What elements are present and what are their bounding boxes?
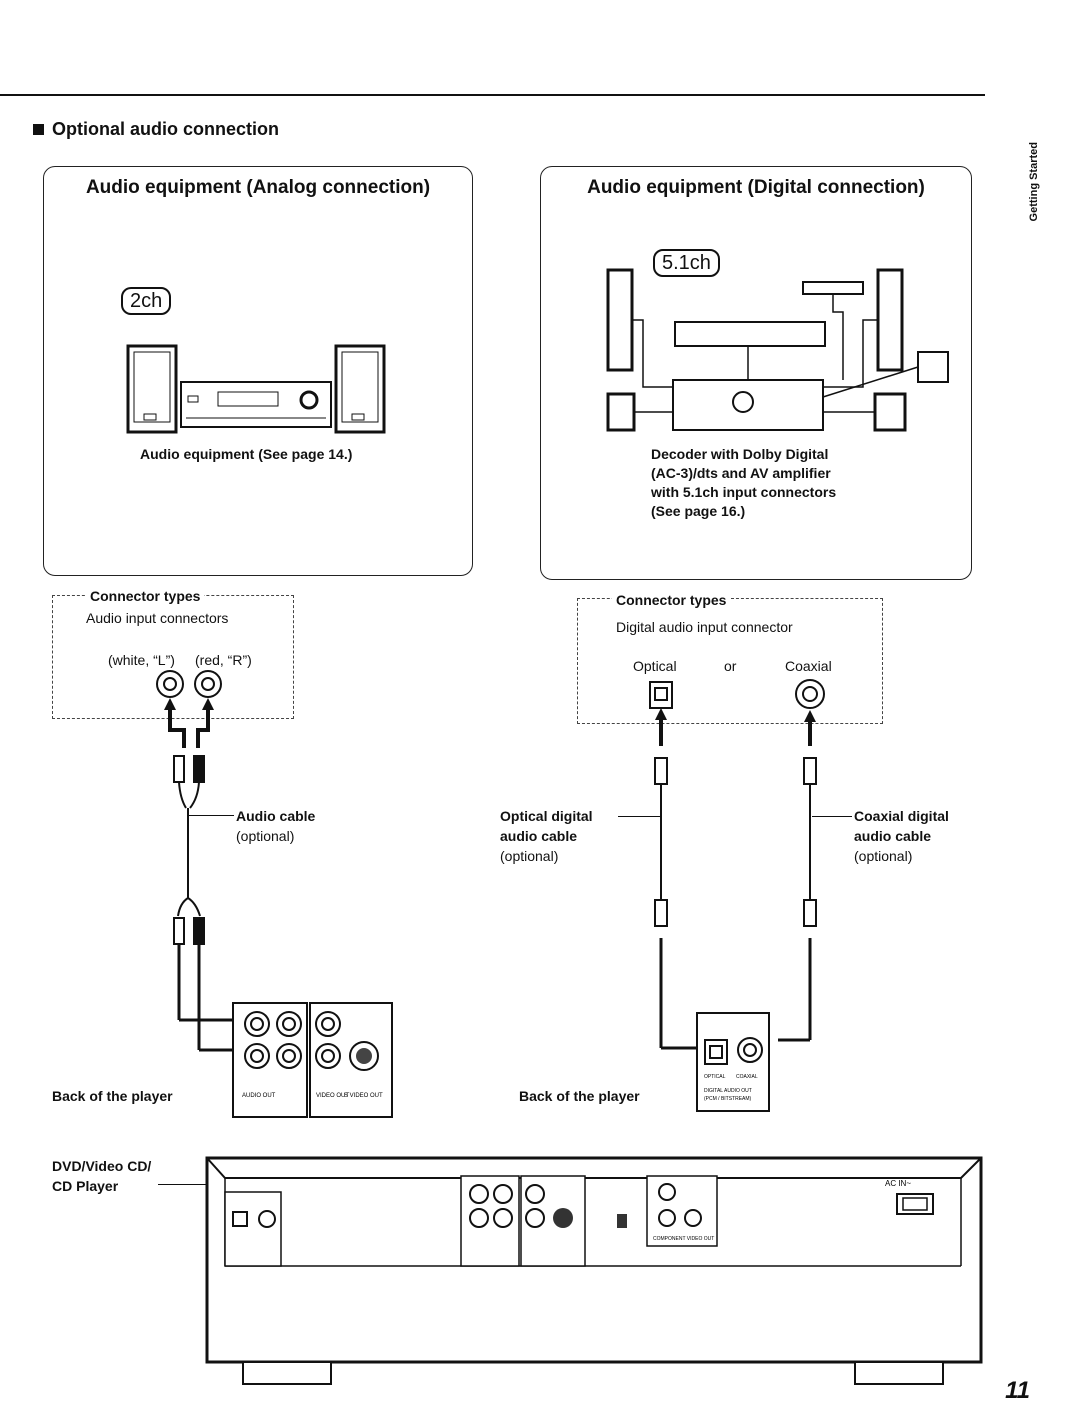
analog-panel: Audio equipment (Analog connection) 2ch … — [43, 166, 473, 576]
optical-cable-leader — [618, 816, 660, 817]
digital-panel: Audio equipment (Digital connection) 5.1… — [540, 166, 972, 580]
digital-pcm-text: (PCM / BITSTREAM) — [704, 1096, 752, 1102]
analog-cable-diagram — [156, 670, 238, 1052]
audio-cable-leader — [188, 815, 234, 816]
analog-video-out-text: VIDEO OUT — [316, 1093, 349, 1099]
digital-caption-line-1: Decoder with Dolby Digital — [651, 446, 829, 462]
optical-cable-label: Optical digital audio cable (optional) — [500, 806, 593, 866]
analog-connector-heading: Connector types — [86, 586, 205, 606]
component-out-text: COMPONENT VIDEO OUT — [653, 1236, 714, 1242]
analog-caption: Audio equipment (See page 14.) — [140, 446, 353, 462]
analog-back-panel: AUDIO OUT VIDEO OUT S VIDEO OUT — [232, 1002, 393, 1118]
optical-cable-name-2: audio cable — [500, 828, 578, 844]
optical-cable-note: (optional) — [500, 848, 559, 864]
coaxial-label: Coaxial — [785, 658, 832, 674]
player-leader — [158, 1184, 248, 1185]
audio-cable-label: Audio cable (optional) — [236, 806, 315, 846]
digital-caption-line-2: (AC-3)/dts and AV amplifier — [651, 465, 831, 481]
optical-label: Optical — [633, 658, 677, 674]
audio-cable-note: (optional) — [236, 828, 295, 844]
player-label: DVD/Video CD/ CD Player — [52, 1156, 151, 1196]
dvd-player-back: COMPONENT VIDEO OUT AC IN~ — [205, 1156, 983, 1385]
or-label: or — [724, 658, 737, 674]
side-tab: Getting Started — [1028, 142, 1040, 222]
coaxial-cable-name-2: audio cable — [854, 828, 932, 844]
coaxial-cable-leader — [812, 816, 852, 817]
coaxial-cable-label: Coaxial digital audio cable (optional) — [854, 806, 949, 866]
player-label-line-2: CD Player — [52, 1178, 119, 1194]
coaxial-cable-note: (optional) — [854, 848, 913, 864]
digital-cable-diagram — [649, 679, 825, 1050]
5-1ch-badge: 5.1ch — [653, 249, 720, 277]
ac-in-text: AC IN~ — [885, 1179, 911, 1188]
page-number: 11 — [1005, 1377, 1030, 1404]
analog-audio-out-text: AUDIO OUT — [242, 1093, 276, 1099]
digital-coaxial-text: COAXIAL — [736, 1074, 758, 1080]
section-title: Optional audio connection — [52, 119, 279, 139]
digital-back-panel: OPTICAL COAXIAL DIGITAL AUDIO OUT (PCM /… — [696, 1012, 770, 1112]
2ch-badge: 2ch — [121, 287, 172, 315]
digital-connector-heading: Connector types — [612, 590, 731, 610]
audio-cable-name: Audio cable — [236, 808, 316, 824]
analog-left-jack-label: (white, “L”) — [108, 652, 175, 668]
digital-back-label: Back of the player — [519, 1088, 640, 1104]
digital-optical-text: OPTICAL — [704, 1074, 726, 1080]
optical-cable-name-1: Optical digital — [500, 808, 593, 824]
analog-s-video-out-text: S VIDEO OUT — [344, 1093, 383, 1099]
digital-connector-subheading: Digital audio input connector — [616, 619, 793, 635]
analog-connector-subheading: Audio input connectors — [86, 610, 229, 626]
player-label-line-1: DVD/Video CD/ — [52, 1158, 152, 1174]
digital-caption-line-3: with 5.1ch input connectors — [651, 484, 837, 500]
top-rule — [0, 94, 985, 96]
analog-panel-title: Audio equipment (Analog connection) — [85, 177, 431, 198]
digital-out-text: DIGITAL AUDIO OUT — [704, 1088, 752, 1094]
stereo-system-icon — [126, 344, 386, 434]
analog-back-label: Back of the player — [52, 1088, 173, 1104]
surround-system-icon — [606, 268, 949, 432]
analog-right-jack-label: (red, “R”) — [195, 652, 252, 668]
digital-caption-line-4: (See page 16.) — [651, 503, 746, 519]
digital-caption: Decoder with Dolby Digital (AC-3)/dts an… — [651, 445, 836, 521]
coaxial-cable-name-1: Coaxial digital — [854, 808, 949, 824]
digital-panel-title: Audio equipment (Digital connection) — [587, 177, 925, 198]
square-bullet-icon — [33, 124, 44, 135]
section-heading: Optional audio connection — [33, 119, 279, 140]
